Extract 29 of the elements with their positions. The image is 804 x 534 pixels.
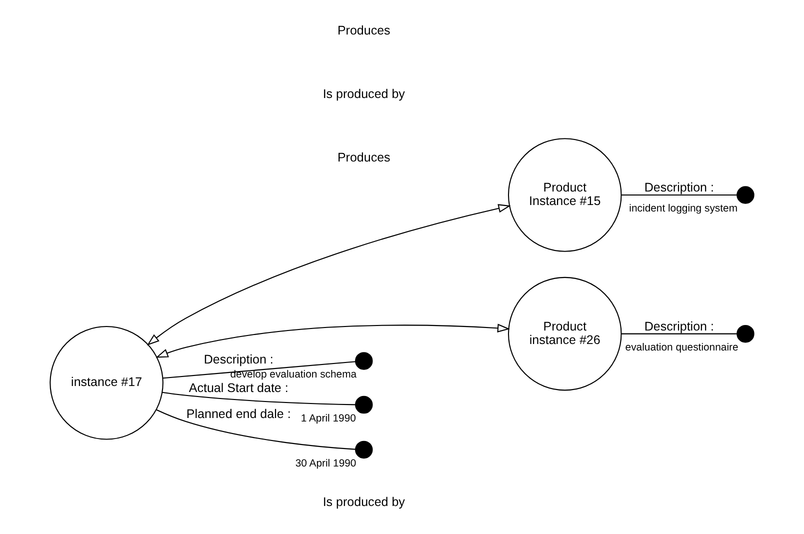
connector (162, 392, 356, 406)
connector (162, 361, 356, 379)
arrow (156, 324, 510, 358)
node-circle (355, 440, 373, 459)
node-circle (736, 186, 754, 204)
node-circle (355, 352, 373, 370)
node-circle (736, 324, 754, 343)
node-circle: Product Instance #15 (508, 138, 622, 252)
connector (156, 409, 356, 450)
edge-label: Description : (644, 319, 714, 334)
edge-label: Actual Start date : (188, 380, 288, 395)
label: Is produced by (322, 495, 405, 510)
arrow (146, 204, 511, 346)
connector (621, 333, 737, 334)
node-circle: Product instance #26 (508, 276, 622, 391)
node-label: evaluation questionnaire (625, 342, 738, 354)
node-circle: instance #17 (50, 326, 164, 440)
edge-label: Description : (644, 180, 714, 194)
label: Is produced by (322, 86, 405, 101)
node-label: 1 April 1990 (300, 414, 356, 425)
label: Produces (337, 23, 390, 38)
edge-label: Planned end dale : (186, 406, 291, 421)
node-label: 30 April 1990 (295, 458, 356, 470)
node-label: incident logging system (629, 204, 738, 215)
node-label: develop evaluation schema (230, 370, 357, 381)
node-circle (355, 396, 373, 414)
edge-label: Description : (204, 352, 274, 367)
label: Produces (337, 150, 390, 165)
connector (621, 194, 737, 196)
